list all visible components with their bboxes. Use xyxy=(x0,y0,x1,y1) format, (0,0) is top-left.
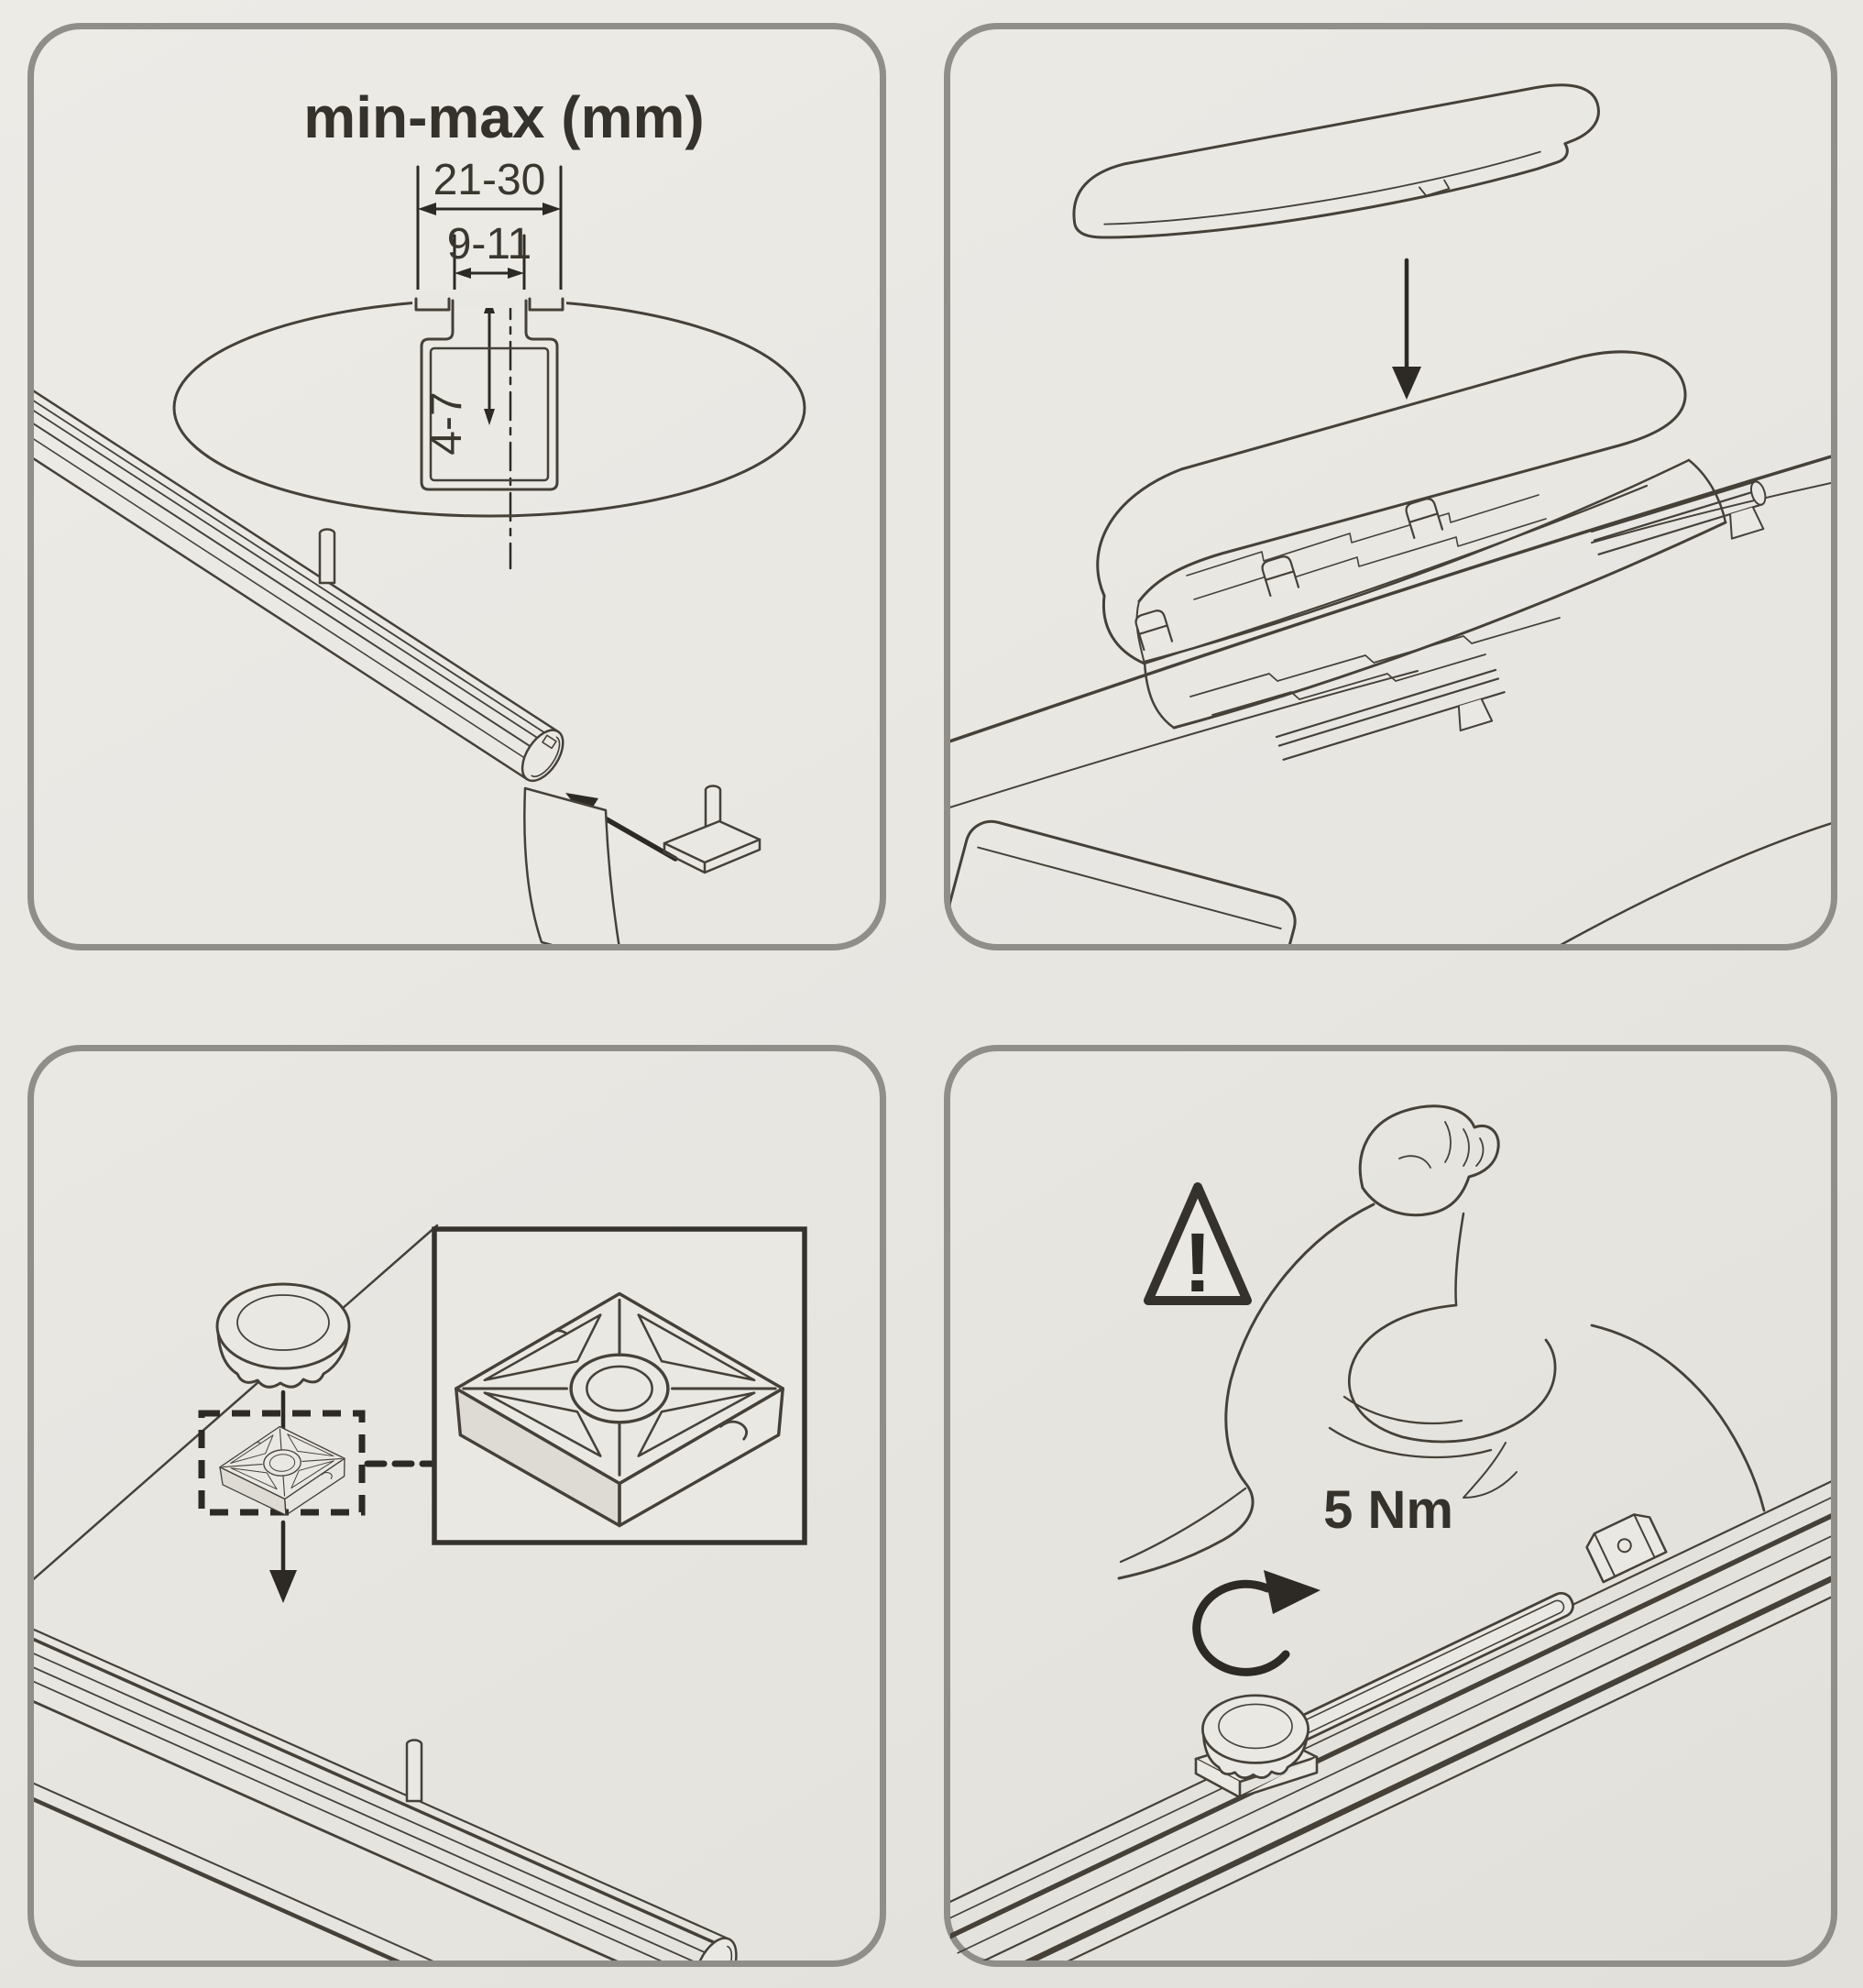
dim-slot-width: 9-11 xyxy=(447,220,532,269)
dim-outer-width: 21-30 xyxy=(433,156,546,204)
down-arrow-icon xyxy=(269,1520,297,1603)
detail-inset xyxy=(432,1226,807,1545)
roof-edge-line xyxy=(34,1224,439,1581)
clamp xyxy=(1261,555,1300,598)
crossbar-dimensions-illustration: min-max (mm) 21-30 9-11 xyxy=(34,84,806,944)
adapter-block-small xyxy=(216,1422,349,1521)
roofbox-placement-illustration xyxy=(950,83,1831,944)
flexed-arm xyxy=(1117,1104,1766,1580)
panel-roofbox-placement xyxy=(944,23,1837,950)
panel-torque-tightening: ! 5 Nm xyxy=(944,1045,1837,1967)
sunroof xyxy=(950,819,1297,944)
t-bolt xyxy=(663,785,762,874)
fixing-knob xyxy=(215,1282,351,1389)
closed-roofbox xyxy=(1072,83,1600,239)
car-roof xyxy=(950,455,1831,944)
dimension-lines xyxy=(416,165,563,570)
adapter-installation-illustration xyxy=(34,1224,807,1961)
torque-label: 5 Nm xyxy=(1323,1480,1453,1540)
dim-slot-depth: 4-7 xyxy=(422,391,471,455)
down-arrow-icon xyxy=(1392,258,1421,400)
panel-adapter-installation xyxy=(27,1045,886,1967)
rotate-cw-icon xyxy=(1192,1570,1321,1676)
track-clamp xyxy=(1585,1513,1668,1584)
warning-icon: ! xyxy=(1144,1182,1252,1310)
panel-crossbar-dimensions: min-max (mm) 21-30 9-11 xyxy=(27,23,886,950)
crossbar-front xyxy=(1275,668,1506,761)
warning-exclamation: ! xyxy=(1184,1216,1212,1310)
knob-on-track xyxy=(1194,1694,1319,1799)
crossbar-profile xyxy=(172,290,806,518)
bar-stud xyxy=(318,528,336,585)
panel-title: min-max (mm) xyxy=(303,84,704,150)
flag-sheet xyxy=(523,786,620,944)
torque-tightening-illustration: ! 5 Nm xyxy=(950,1104,1831,1961)
open-roofbox xyxy=(1096,350,1727,730)
roof-bar-isometric xyxy=(34,380,564,783)
clamp xyxy=(1405,498,1444,540)
clamp xyxy=(1134,610,1174,652)
roof-track xyxy=(34,1620,738,1961)
crossbar-right xyxy=(1590,480,1767,555)
track-stud xyxy=(405,1739,423,1803)
